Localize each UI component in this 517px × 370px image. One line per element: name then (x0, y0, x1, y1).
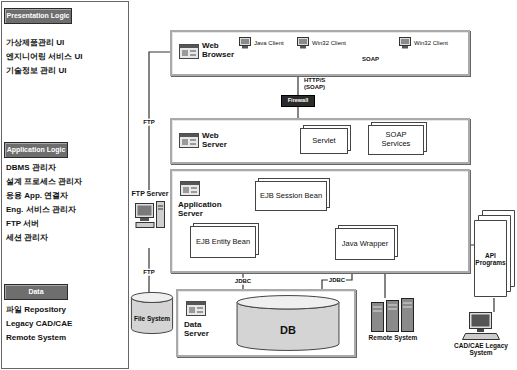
module-item: Eng. 서비스 관리자 (6, 205, 76, 215)
node-label: Web Browser (202, 42, 244, 60)
tier-panel: Web Server Servlet SOAP Services (170, 118, 470, 164)
node-label: Java Wrapper (342, 240, 389, 249)
tier-header: Application Logic (4, 142, 68, 158)
module-item: 기술정보 관리 UI (6, 66, 66, 76)
node-label: FTP Server (132, 190, 169, 198)
component-box: Servlet (300, 128, 348, 154)
connector-label: JDBC (234, 278, 252, 285)
client-icon: Win32 Client (296, 36, 354, 50)
window-icon (186, 301, 206, 316)
connector-label: FTP (142, 119, 155, 126)
node-label: API Programs (474, 252, 507, 267)
client-icon: Java Client (238, 36, 292, 50)
component-box: SOAP Services (368, 125, 424, 155)
firewall-box: Firewall (281, 95, 315, 107)
component-box: EJB Session Bean (255, 181, 327, 211)
module-item: 엔지니어링 서비스 UI (6, 52, 82, 62)
connector-line (297, 107, 298, 118)
node-label: Servlet (312, 137, 335, 146)
server-rack-drawing (371, 298, 415, 332)
module-item: Remote System (6, 333, 66, 343)
monitor-icon (398, 37, 412, 49)
monitor-icon (238, 37, 252, 49)
node-label: Application Logic (7, 146, 66, 154)
cylinder-shape (236, 295, 340, 351)
node-label: Remote System (369, 334, 418, 341)
left-column-frame (2, 2, 129, 369)
module-item: FTP 서버 (6, 219, 39, 229)
window-icon (179, 44, 199, 59)
node-label: Application Server (178, 201, 234, 219)
node-label: SOAP Services (371, 131, 421, 148)
tier-panel: Web Browser Java Client Win32 Client Win32 … (170, 30, 470, 76)
node-label: Win32 Client (414, 40, 448, 47)
module-item: 설계 프로세스 관리자 (6, 177, 82, 187)
server-rack-icon: Remote System (362, 298, 424, 354)
document-stack: API Programs (474, 210, 515, 298)
database-cylinder: DB (236, 295, 340, 351)
connector-line (297, 76, 298, 95)
component-box: Java Wrapper (335, 228, 395, 260)
node-label: Data (28, 288, 43, 296)
workstation-icon: CAD/CAE Legacy System (448, 312, 514, 366)
connector-line (493, 298, 494, 312)
module-item: DBMS 관리자 (6, 163, 56, 173)
module-item: 세션 관리자 (6, 233, 48, 243)
computer-icon (135, 201, 165, 229)
cylinder-shape (131, 292, 173, 334)
module-item: 가상제품관리 UI (6, 38, 64, 48)
node-label: DB (280, 324, 296, 336)
module-item: 파일 Repository (6, 305, 66, 315)
tier-header: Data (4, 284, 68, 300)
node-label: Firewall (288, 98, 308, 104)
window-icon (180, 181, 200, 196)
node-label: CAD/CAE Legacy System (448, 342, 514, 356)
node-label: EJB Session Bean (260, 192, 322, 201)
node-label: Win32 Client (312, 40, 346, 47)
connector-label: FTP (142, 269, 155, 276)
node-label: Data Server (184, 321, 224, 339)
server-icon: FTP Server (131, 190, 169, 248)
workstation-drawing (461, 312, 501, 340)
module-item: 응용 App. 연결자 (6, 191, 68, 201)
node-label: EJB Entity Bean (196, 238, 250, 247)
storage-cylinder: File System (131, 292, 173, 334)
client-icon: Win32 Client (398, 36, 456, 50)
node-label: File System (134, 315, 170, 322)
node-label: Presentation Logic (6, 12, 69, 20)
node-label: Web Server (202, 132, 244, 150)
connector-label: JDBC (328, 277, 346, 284)
module-item: Legacy CAD/CAE (6, 319, 72, 329)
tier-panel: Data Server DB (176, 289, 356, 357)
tier-panel: Application Server EJB Session BeanEJB En… (170, 169, 470, 273)
window-icon (179, 133, 199, 148)
monitor-icon (296, 37, 310, 49)
node-label: Java Client (254, 40, 284, 47)
tier-header: Presentation Logic (4, 8, 72, 24)
connector-label: HTTP/S (SOAP) (303, 77, 339, 90)
component-box: EJB Entity Bean (190, 226, 256, 258)
protocol-label: SOAP (362, 56, 379, 63)
